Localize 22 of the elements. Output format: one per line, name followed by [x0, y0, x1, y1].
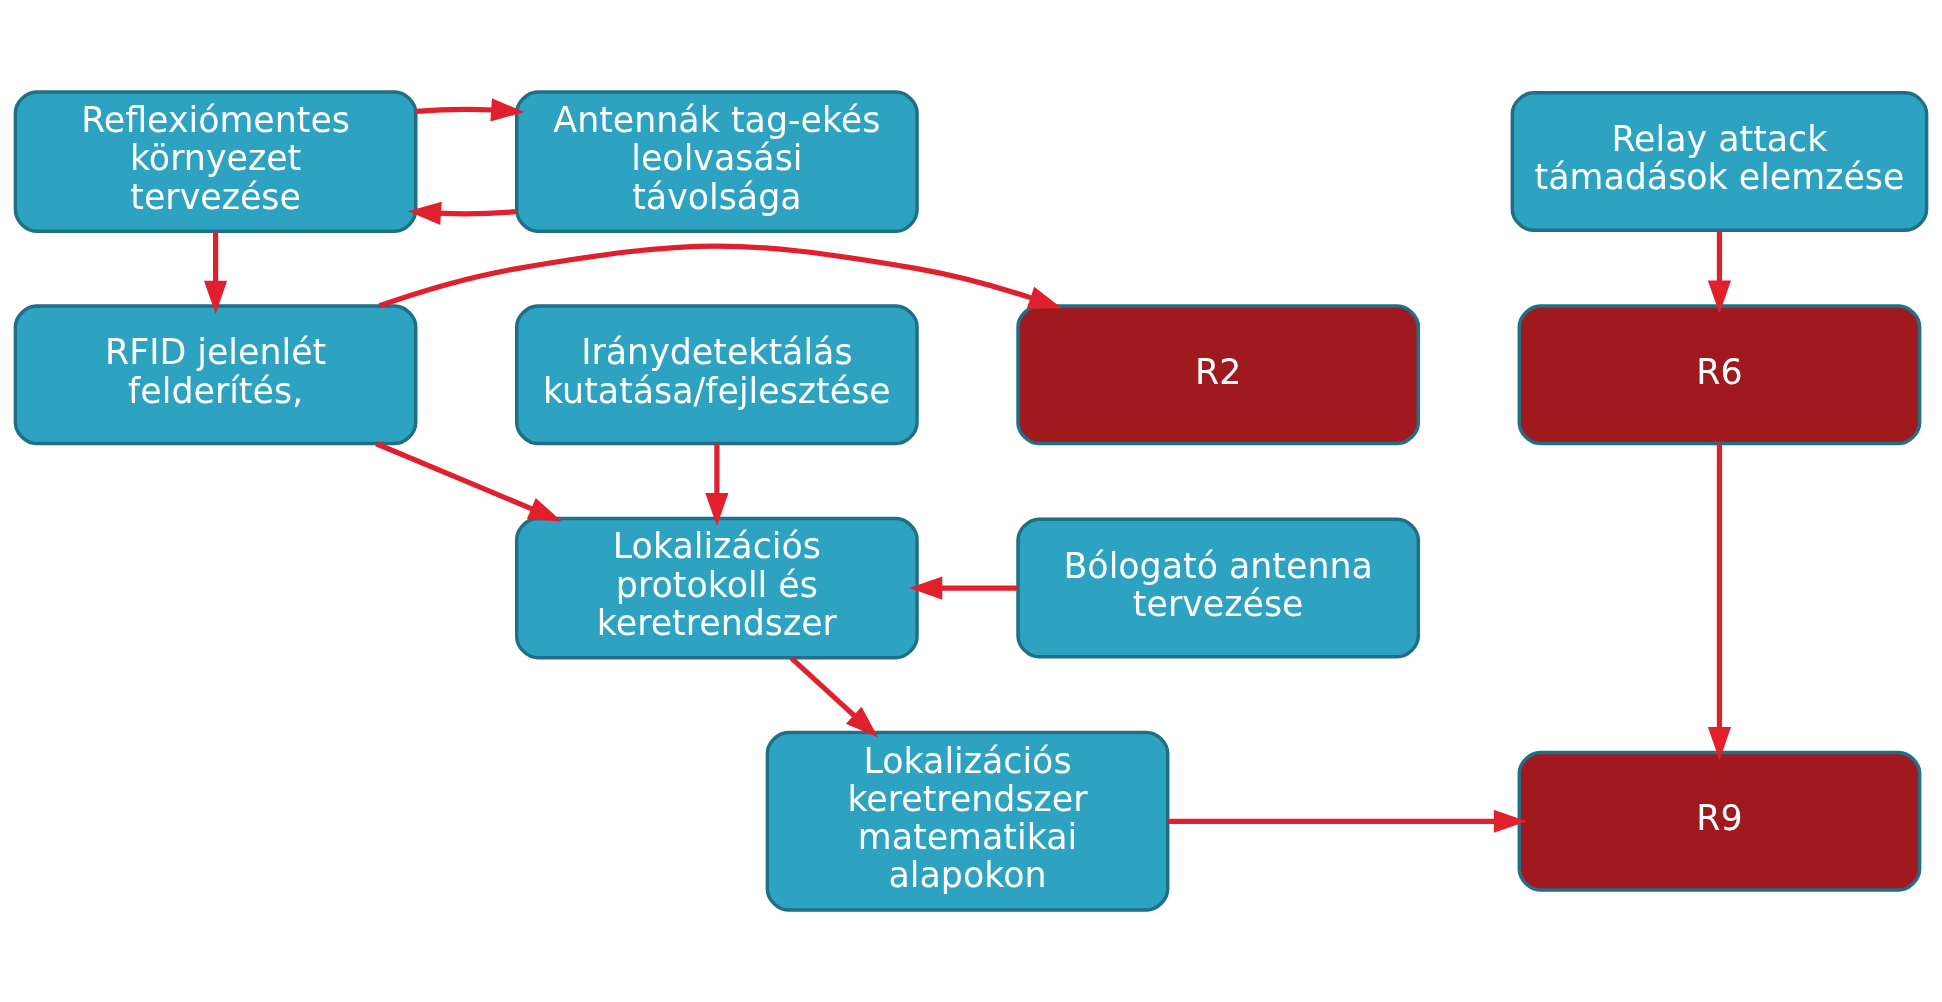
- arrow: [1707, 230, 1732, 314]
- arrow: [909, 576, 1018, 600]
- node-box: Lokalizációs keretrendszer matematikai alapokon: [765, 730, 1170, 912]
- arrow: [378, 243, 1062, 309]
- arrow: [415, 98, 525, 122]
- arrow: [375, 441, 562, 522]
- node-box: RFID jelenlét felderítés,: [13, 304, 418, 446]
- node-box: Relay attack támadások elemzése: [1510, 91, 1929, 233]
- arrow: [1707, 443, 1732, 761]
- arrow: [789, 656, 879, 738]
- node-box: Antennák tag-ekés leolvasási távolsága: [514, 90, 919, 233]
- arrow: [407, 201, 517, 225]
- arrow: [1168, 809, 1527, 833]
- node-box: Lokalizációs protokoll és keretrendszer: [514, 516, 919, 660]
- node-box: R6: [1517, 304, 1922, 446]
- node-box: Iránydetektálás kutatása/fejlesztése: [514, 304, 919, 446]
- node-box: Reflexiómentes környezet tervezése: [13, 90, 418, 233]
- node-box: R9: [1517, 750, 1922, 892]
- node-box: R2: [1016, 304, 1421, 446]
- node-box: Bólogató antenna tervezése: [1016, 517, 1421, 659]
- arrow: [204, 231, 228, 314]
- arrow: [705, 444, 729, 527]
